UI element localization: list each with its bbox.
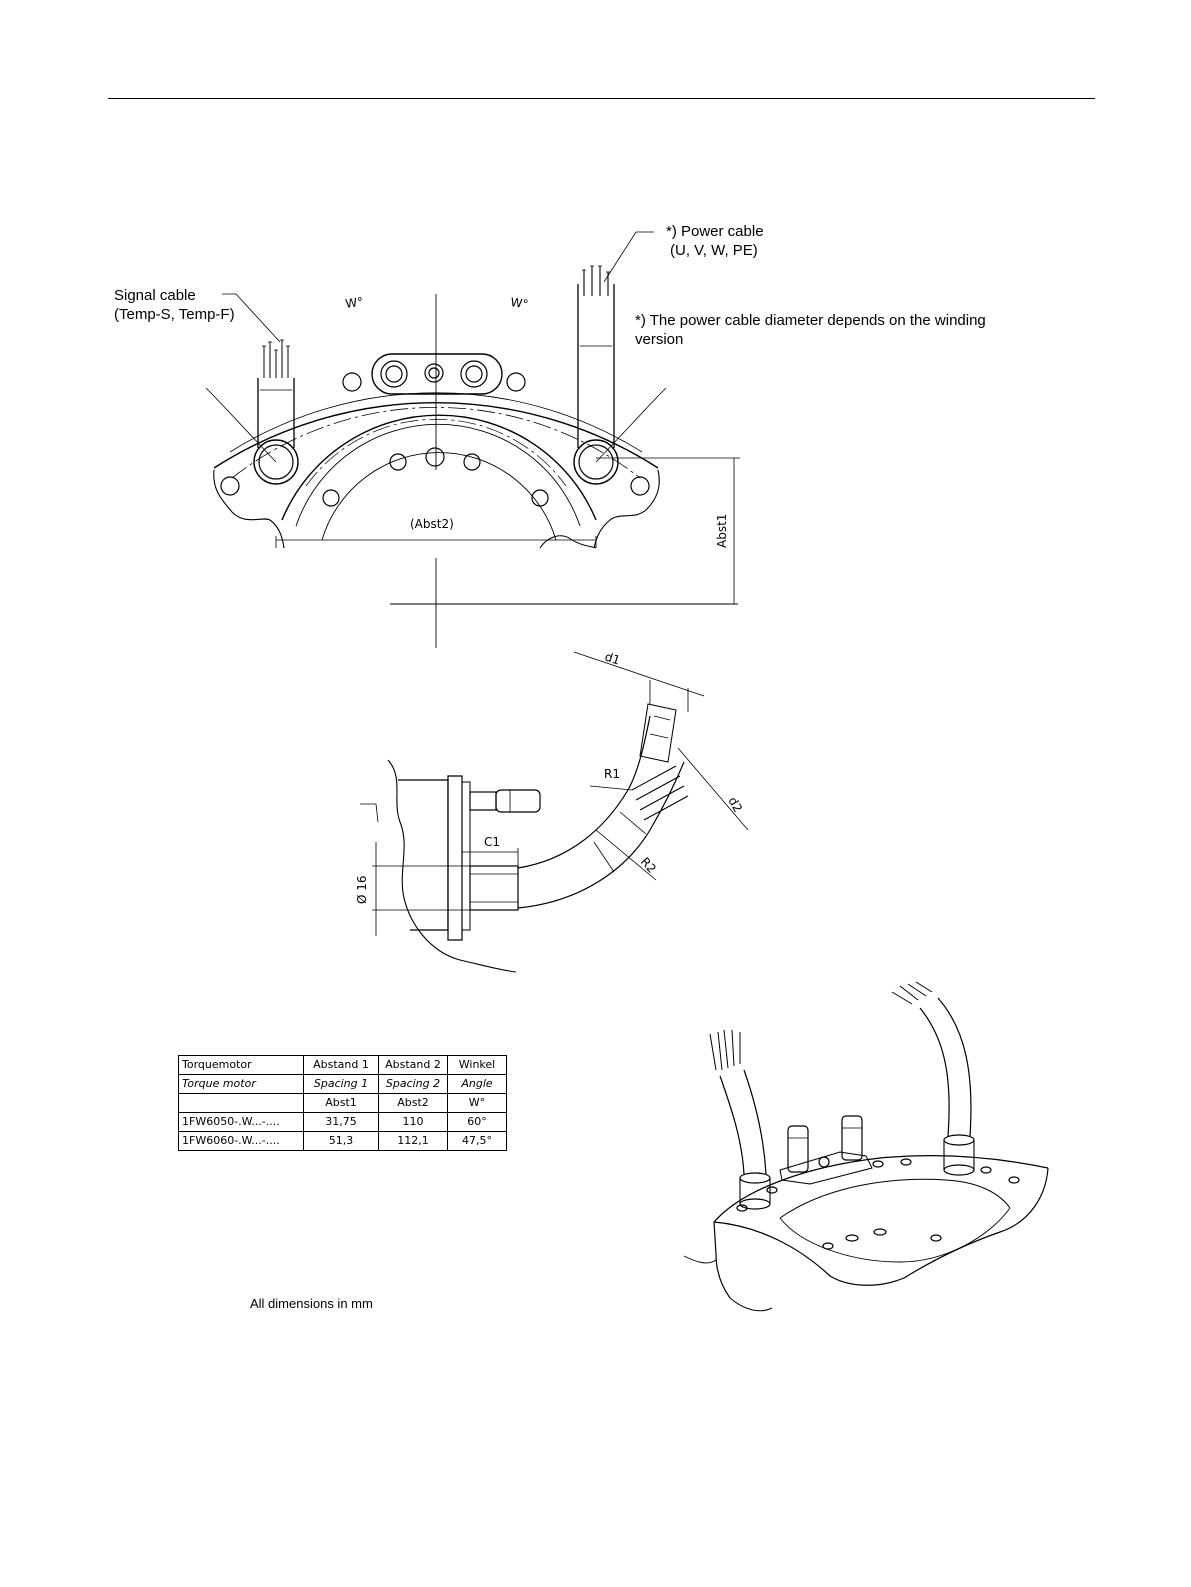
- header-rule: [108, 98, 1095, 99]
- table-header-en-cell: Torque motor: [178, 1074, 304, 1094]
- side-view: [360, 651, 749, 973]
- power-cable-note: *) The power cable diameter depends on t…: [635, 311, 986, 349]
- perspective-view: [683, 981, 1049, 1312]
- table-row: 1FW6050-.W...-.... 31,75 110 60°: [178, 1112, 507, 1132]
- table-header-cell: Torquemotor: [178, 1055, 304, 1075]
- all-dimensions-note: All dimensions in mm: [250, 1296, 373, 1311]
- table-cell: 110: [378, 1112, 448, 1132]
- table-cell: 60°: [447, 1112, 507, 1132]
- table-cell: 47,5°: [447, 1131, 507, 1151]
- table-header-en-row: Torque motor Spacing 1 Spacing 2 Angle: [178, 1074, 507, 1094]
- power-cable-title: *) Power cable: [666, 223, 764, 240]
- table-symbol-cell: [178, 1093, 304, 1113]
- dim-d2: d2: [725, 795, 745, 815]
- table-header-en-cell: Angle: [447, 1074, 507, 1094]
- dim-abst1: Abst1: [715, 514, 729, 548]
- table-cell: 1FW6050-.W...-....: [178, 1112, 304, 1132]
- signal-cable-title: Signal cable: [114, 287, 196, 304]
- table-symbol-row: Abst1 Abst2 W°: [178, 1093, 507, 1113]
- table-cell: 1FW6060-.W...-....: [178, 1131, 304, 1151]
- top-view: [205, 231, 740, 648]
- dim-r1: R1: [604, 767, 620, 781]
- table-symbol-cell: Abst2: [378, 1093, 448, 1113]
- table-header-cell: Abstand 1: [303, 1055, 379, 1075]
- dim-d1: d1: [603, 650, 622, 668]
- dim-angle-right: W°: [510, 295, 530, 311]
- power-cable-note-line1: *) The power cable diameter depends on t…: [635, 312, 986, 329]
- table-cell: 112,1: [378, 1131, 448, 1151]
- table-cell: 51,3: [303, 1131, 379, 1151]
- dim-c1: C1: [484, 835, 500, 849]
- table-symbol-cell: Abst1: [303, 1093, 379, 1113]
- table-header-cell: Winkel: [447, 1055, 507, 1075]
- dim-r2: R2: [638, 855, 659, 876]
- table-header-cell: Abstand 2: [378, 1055, 448, 1075]
- table-row: 1FW6060-.W...-.... 51,3 112,1 47,5°: [178, 1131, 507, 1151]
- table-cell: 31,75: [303, 1112, 379, 1132]
- signal-cable-label: Signal cable (Temp-S, Temp-F): [114, 286, 235, 324]
- power-cable-phases: (U, V, W, PE): [670, 242, 758, 259]
- power-cable-label: *) Power cable (U, V, W, PE): [666, 222, 764, 260]
- dim-diameter: Ø 16: [355, 875, 369, 904]
- dimension-table: Torquemotor Abstand 1 Abstand 2 Winkel T…: [178, 1055, 507, 1151]
- signal-cable-signals: (Temp-S, Temp-F): [114, 306, 235, 323]
- dim-angle-left: W°: [344, 295, 364, 311]
- dim-abst2: (Abst2): [410, 517, 454, 531]
- table-header-en-cell: Spacing 2: [378, 1074, 448, 1094]
- table-symbol-cell: W°: [447, 1093, 507, 1113]
- table-header-row: Torquemotor Abstand 1 Abstand 2 Winkel: [178, 1055, 507, 1075]
- table-header-en-cell: Spacing 1: [303, 1074, 379, 1094]
- power-cable-note-line2: version: [635, 331, 684, 348]
